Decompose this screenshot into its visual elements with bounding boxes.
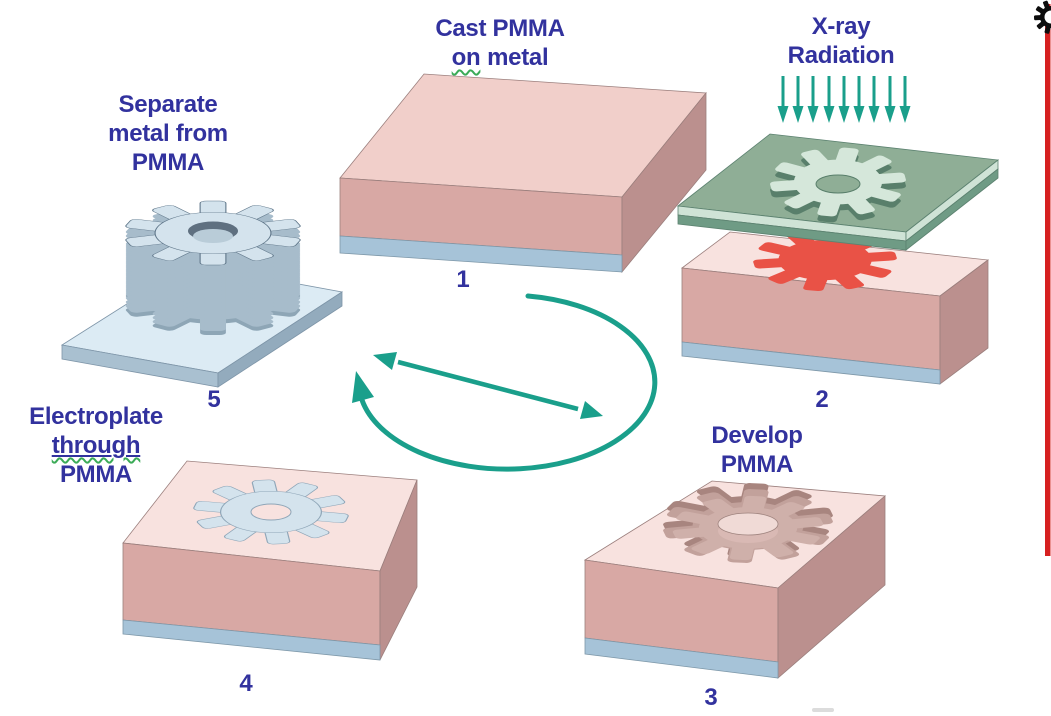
label-develop-pmma: Develop PMMA — [711, 421, 803, 479]
label-electroplate: Electroplate through PMMA — [29, 402, 163, 489]
plated-gear-hole — [250, 503, 292, 521]
double-arrow — [373, 352, 603, 419]
label-line: Cast PMMA — [435, 15, 565, 42]
label-line: X-ray — [811, 13, 871, 40]
mask-center-island — [815, 174, 861, 194]
metal-substrate-layer — [122, 619, 381, 661]
metal-substrate-layer — [681, 341, 941, 385]
label-line: Develop — [711, 422, 803, 449]
label-line: metal from — [108, 120, 228, 147]
step-number-1: 1 — [456, 266, 470, 293]
cycle-arrow — [352, 293, 658, 472]
label-line: Radiation — [787, 42, 895, 69]
label-line: PMMA — [720, 451, 794, 478]
step-number-4: 4 — [239, 670, 253, 697]
spellcheck-word: on — [451, 44, 481, 71]
cavity-center-post-top — [717, 512, 779, 536]
cycle-arrowhead — [352, 371, 374, 403]
double-arrow-head-right — [580, 401, 603, 419]
gear-icon-hole — [1044, 10, 1051, 24]
red-edge-line — [1045, 4, 1051, 556]
spellcheck-word: through — [51, 432, 141, 459]
label-line: Electroplate — [29, 403, 163, 430]
label-line: Separate — [118, 91, 218, 118]
gear-center-hole-floor — [193, 229, 233, 243]
label-line: through — [29, 431, 163, 460]
metal-substrate-layer — [339, 235, 623, 273]
plate-right-edge — [217, 291, 343, 388]
metal-gear-3d — [123, 200, 303, 336]
label-separate-metal: Separate metal from PMMA — [108, 90, 228, 177]
metal-substrate-layer — [584, 637, 779, 679]
cycle-arc — [359, 293, 658, 472]
bottom-smudge — [812, 708, 834, 712]
step-number-5: 5 — [207, 386, 221, 413]
gear-icon[interactable] — [1030, 0, 1051, 38]
double-arrow-head-left — [373, 352, 397, 370]
step-number-2: 2 — [815, 386, 829, 413]
mask-right-edge — [905, 168, 999, 251]
step-number-3: 3 — [704, 684, 718, 711]
label-line: PMMA — [131, 149, 205, 176]
xray-arrows — [777, 76, 911, 123]
block-cast-pmma — [339, 73, 707, 274]
double-arrow-shaft — [397, 359, 579, 412]
label-xray-radiation: X-ray Radiation — [788, 12, 895, 70]
label-line: PMMA — [59, 461, 133, 488]
